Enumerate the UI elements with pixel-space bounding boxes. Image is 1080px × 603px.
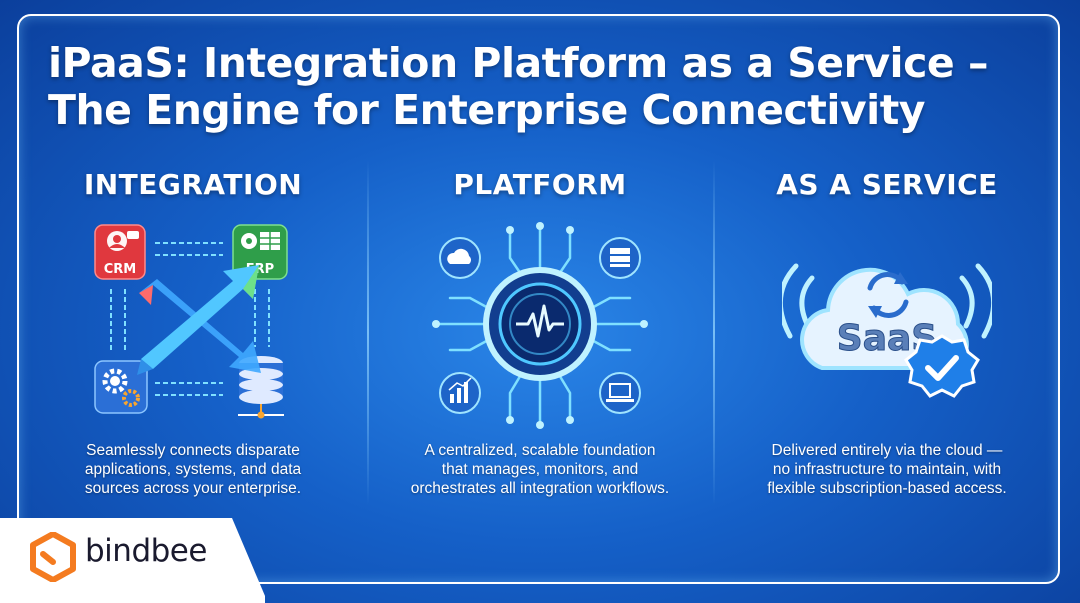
bindbee-logo-icon	[30, 531, 76, 587]
integration-column: INTEGRATION CRM ERP	[23, 168, 363, 497]
verified-badge-icon	[904, 334, 980, 398]
crm-icon	[94, 224, 146, 280]
service-column: AS A SERVICE SaaS De	[717, 168, 1057, 497]
platform-heading: PLATFORM	[453, 168, 627, 201]
service-heading: AS A SERVICE	[776, 168, 998, 201]
laptop-icon	[599, 372, 641, 414]
page-title: iPaaS: Integration Platform as a Service…	[48, 39, 989, 134]
connector-arrows	[110, 242, 270, 396]
analytics-icon	[439, 372, 481, 414]
service-illustration: SaaS	[777, 218, 997, 428]
column-divider	[367, 160, 369, 505]
integration-illustration: CRM ERP	[93, 223, 293, 423]
brand-footer: bindbee	[0, 518, 265, 603]
integration-heading: INTEGRATION	[83, 168, 303, 201]
server-icon	[599, 237, 641, 279]
integration-description: Seamlessly connects disparate applicatio…	[84, 442, 302, 497]
platform-illustration	[430, 218, 650, 433]
gear-icon	[94, 360, 148, 414]
cloud-icon	[439, 237, 481, 279]
platform-column: PLATFORM	[370, 168, 710, 497]
platform-description: A centralized, scalable foundation that …	[410, 442, 670, 497]
card-frame	[17, 14, 1060, 584]
cross-arrows	[137, 265, 261, 375]
column-divider	[713, 160, 715, 505]
platform-hub-icon	[483, 267, 597, 381]
erp-icon	[232, 224, 288, 280]
brand-name: bindbee	[85, 533, 207, 569]
service-description: Delivered entirely via the cloud — no in…	[767, 442, 1007, 497]
crm-label: CRM	[104, 262, 137, 277]
circuit-nodes	[432, 222, 648, 429]
